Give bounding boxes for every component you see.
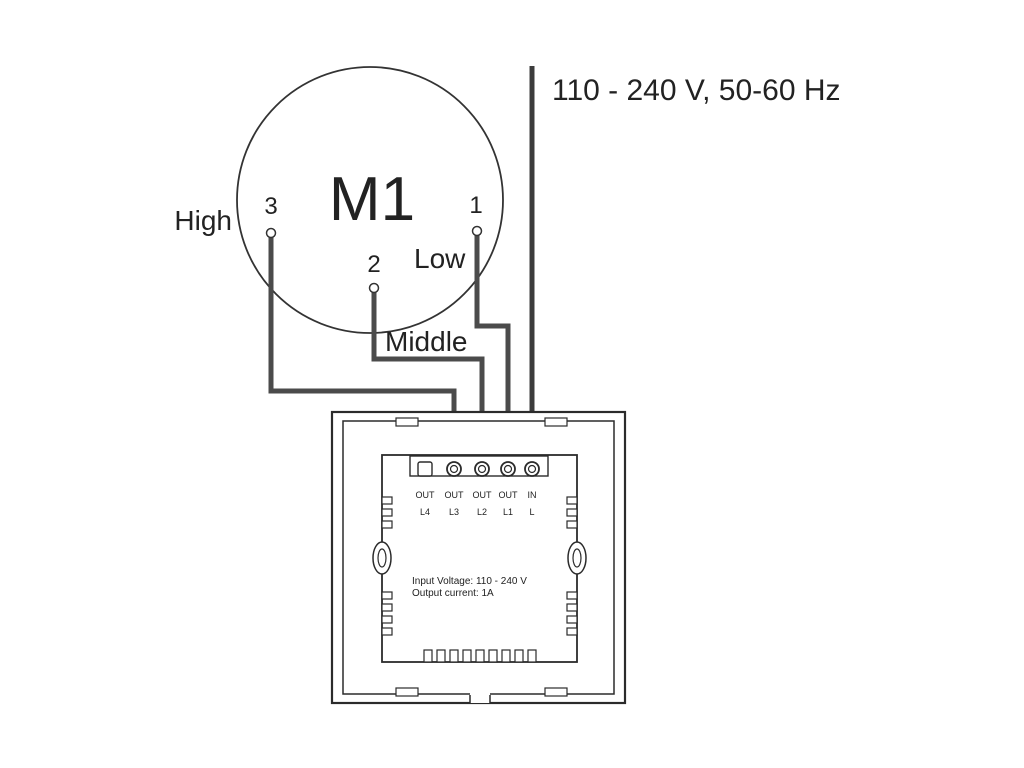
- module-tooth: [501, 649, 511, 663]
- motor-label: M1: [329, 165, 415, 234]
- terminal-screw-l3: [446, 461, 462, 477]
- terminal-id-l: L: [529, 507, 534, 517]
- pin-2-speed-label: Middle: [385, 326, 467, 357]
- pin-3-terminal: [265, 227, 277, 239]
- terminal-id-l2: L2: [477, 507, 487, 517]
- module-tooth: [381, 615, 393, 624]
- module-tooth: [381, 496, 393, 505]
- module-tooth: [423, 649, 433, 663]
- spec-input-voltage: Input Voltage: 110 - 240 V: [412, 576, 527, 587]
- terminal-type-l: IN: [528, 490, 537, 500]
- terminal-screw-l1: [500, 461, 516, 477]
- terminal-id-l3: L3: [449, 507, 459, 517]
- module-tooth: [566, 627, 578, 636]
- terminal-id-l4: L4: [420, 507, 430, 517]
- terminal-screw-l2: [474, 461, 490, 477]
- module-tooth: [449, 649, 459, 663]
- module-tooth: [381, 508, 393, 517]
- mounting-hole-right: [567, 541, 587, 575]
- terminal-id-l1: L1: [503, 507, 513, 517]
- module-tooth: [514, 649, 524, 663]
- module-tooth: [475, 649, 485, 663]
- pin-2-number: 2: [367, 251, 380, 278]
- module-tooth: [566, 603, 578, 612]
- spec-output-current: Output current: 1A: [412, 588, 494, 599]
- module-tooth: [381, 603, 393, 612]
- module-tooth: [381, 520, 393, 529]
- module-teeth-bottom: [423, 649, 537, 663]
- module-tooth: [566, 615, 578, 624]
- pin-1-speed-label: Low: [414, 243, 466, 274]
- pin-3-number: 3: [264, 193, 277, 220]
- module-tooth: [488, 649, 498, 663]
- module-tooth: [381, 627, 393, 636]
- pin-2-terminal: [368, 282, 380, 294]
- module-tooth: [566, 520, 578, 529]
- pin-3-speed-label: High: [174, 205, 232, 236]
- module-tooth: [566, 496, 578, 505]
- terminal-type-l1: OUT: [499, 490, 519, 500]
- supply-label: 110 - 240 V, 50-60 Hz: [552, 74, 841, 107]
- module-tooth: [381, 591, 393, 600]
- module-tooth: [436, 649, 446, 663]
- module-tooth: [462, 649, 472, 663]
- terminal-screw-l: [524, 461, 540, 477]
- switch-module: [381, 454, 578, 663]
- module-tooth: [527, 649, 537, 663]
- wire-low-to-l1: [474, 231, 511, 465]
- terminal-type-l4: OUT: [416, 490, 436, 500]
- terminal-type-l2: OUT: [473, 490, 493, 500]
- motor-circle: [236, 66, 504, 334]
- module-tooth: [566, 508, 578, 517]
- module-teeth-right: [566, 496, 578, 636]
- module-tooth: [566, 591, 578, 600]
- pin-1-terminal: [471, 225, 483, 237]
- module-teeth-left: [381, 496, 393, 636]
- mounting-hole-left: [372, 541, 392, 575]
- terminal-screw-l4: [417, 461, 433, 477]
- pin-1-number: 1: [469, 192, 482, 219]
- terminal-type-l3: OUT: [445, 490, 465, 500]
